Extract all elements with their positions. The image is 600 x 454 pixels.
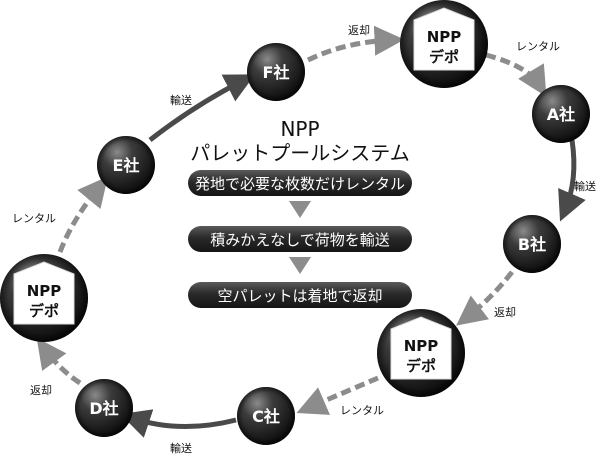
- node-company-b: B社: [503, 215, 561, 273]
- arrow-depot-top-to-a: [485, 52, 547, 97]
- label-rental-top-right: レンタル: [516, 40, 560, 53]
- step-down-arrow-1: [289, 201, 311, 218]
- arrow-b-to-depot-right: [456, 270, 514, 326]
- depot-top-house-icon: [413, 7, 475, 71]
- arrow-e-to-f: [148, 74, 256, 142]
- arrow-d-to-depot-left: [36, 337, 82, 386]
- step-1-text: 発地で必要な枚数だけレンタル: [195, 175, 405, 193]
- node-depot-left: NPP デポ: [0, 254, 88, 342]
- depot-right-label-line2: デポ: [406, 357, 436, 375]
- diagram-title-line2: パレットプールシステム: [190, 141, 409, 165]
- node-company-c: C社: [237, 387, 295, 445]
- arrow-c-to-d: [120, 409, 237, 438]
- depot-top-label-line1: NPP: [427, 28, 462, 46]
- node-company-f-label: F社: [263, 63, 290, 82]
- step-2: 積みかえなしで荷物を輸送: [188, 226, 412, 252]
- arrow-depot-left-to-e: [57, 176, 108, 253]
- step-down-arrow-2: [289, 257, 311, 274]
- node-company-d: D社: [75, 379, 133, 437]
- depot-left-label-line1: NPP: [27, 282, 62, 300]
- node-depot-top: NPP デポ: [400, 0, 488, 88]
- node-company-f: F社: [247, 43, 305, 101]
- label-rental-bottom: レンタル: [340, 404, 384, 417]
- depot-left-house-icon: [13, 261, 75, 325]
- depot-right-label-line1: NPP: [404, 337, 439, 355]
- label-transport-right: 輸送: [574, 179, 596, 193]
- node-company-d-label: D社: [89, 399, 118, 418]
- arrow-f-to-depot-top: [306, 25, 405, 63]
- node-company-e: E社: [97, 136, 155, 194]
- node-company-a: A社: [532, 85, 590, 143]
- node-company-b-label: B社: [518, 235, 546, 254]
- step-3-text: 空パレットは着地で返却: [217, 287, 382, 305]
- depot-top-label-line2: デポ: [429, 48, 459, 66]
- diagram-title-line1: NPP: [280, 117, 319, 141]
- step-3: 空パレットは着地で返却: [188, 282, 412, 308]
- label-return-right: 返却: [494, 306, 516, 319]
- node-company-a-label: A社: [547, 105, 575, 124]
- step-2-text: 積みかえなしで荷物を輸送: [210, 231, 390, 249]
- label-rental-left: レンタル: [12, 212, 56, 225]
- depot-right-house-icon: [390, 316, 452, 380]
- label-return-top: 返却: [348, 24, 370, 37]
- node-depot-right: NPP デポ: [377, 309, 465, 397]
- node-company-c-label: C社: [252, 407, 280, 426]
- arrow-a-to-b: [558, 139, 586, 222]
- label-transport-bottom: 輸送: [170, 441, 192, 454]
- label-return-left: 返却: [30, 384, 52, 397]
- step-1: 発地で必要な枚数だけレンタル: [188, 170, 412, 196]
- arrow-depot-right-to-c: [296, 375, 379, 415]
- node-company-e-label: E社: [113, 156, 140, 175]
- label-transport-left: 輸送: [170, 93, 192, 107]
- depot-left-label-line2: デポ: [29, 302, 59, 320]
